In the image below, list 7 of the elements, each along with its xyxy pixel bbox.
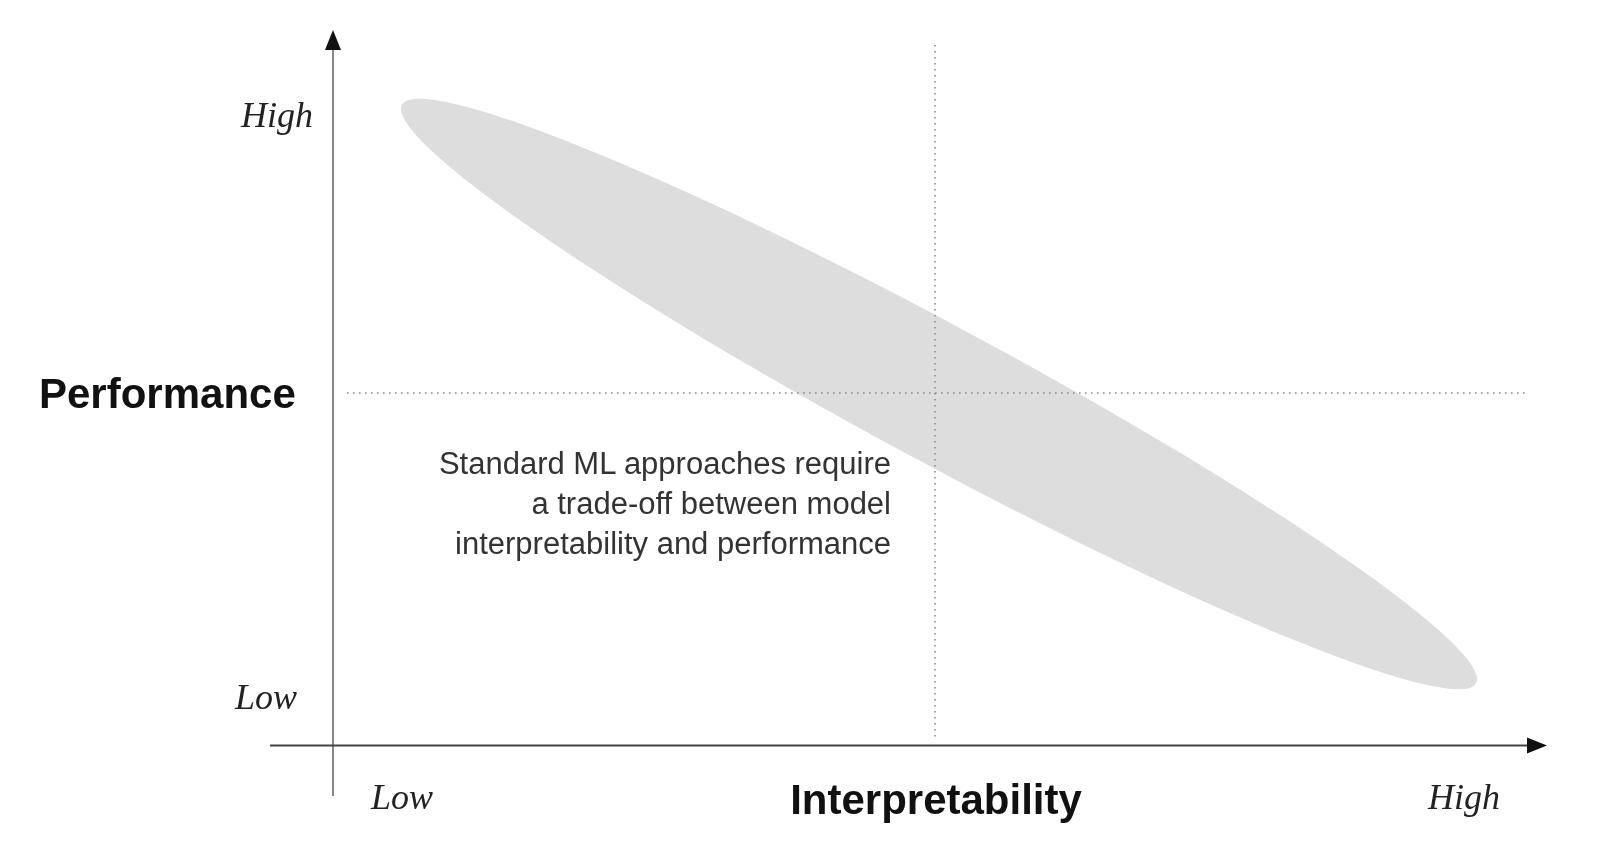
- axis-level-label: Low: [234, 676, 297, 719]
- axis-level-label: Low: [371, 776, 434, 819]
- x-axis-title: Interpretability: [790, 775, 1082, 825]
- annotation-text: Standard ML approaches require a trade-off between model interpretability and performance: [437, 445, 891, 563]
- axis-level-label: High: [241, 94, 313, 137]
- axis-level-label: High: [1428, 776, 1500, 819]
- y-axis-title: Performance: [39, 369, 296, 419]
